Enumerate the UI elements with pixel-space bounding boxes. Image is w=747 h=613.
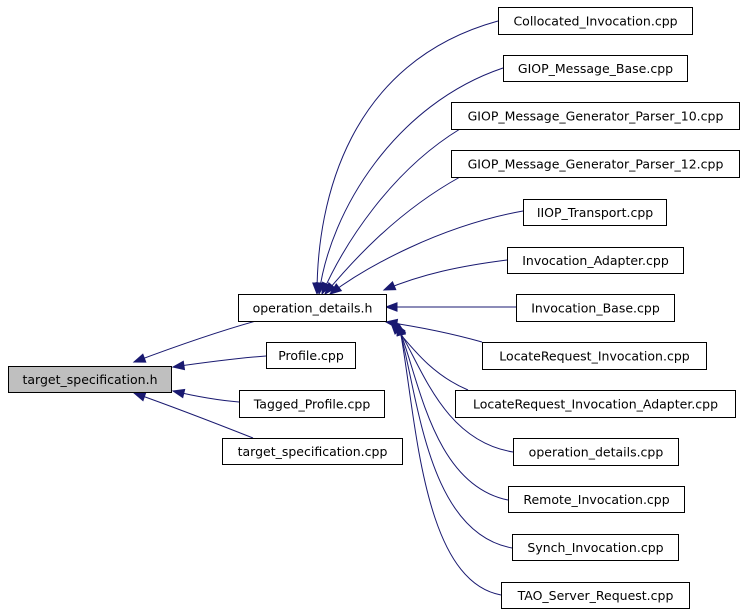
edge-operation_details_h-to-target_specification_h (132, 320, 257, 363)
node-label: target_specification.h (23, 372, 158, 387)
node-label: operation_details.cpp (529, 445, 664, 460)
edge-line (383, 259, 508, 291)
node-box (501, 582, 690, 609)
node-box (455, 390, 736, 418)
node-label: GIOP_Message_Generator_Parser_12.cpp (468, 157, 724, 172)
edge-invocation_adapter_cpp-to-operation_details_h (382, 259, 508, 291)
nodes-layer: target_specification.h operation_details.… (8, 7, 740, 609)
node-invocation-adapter-cpp[interactable]: Invocation_Adapter.cpp (507, 247, 684, 274)
edge-line (133, 392, 254, 439)
node-label: TAO_Server_Request.cpp (517, 588, 674, 603)
edge-giop_message_base_cpp-to-operation_details_h (315, 67, 504, 296)
arrowhead-icon (328, 283, 343, 295)
node-box (508, 486, 685, 513)
arrowhead-icon (384, 302, 398, 312)
node-locaterequest-invocation-adapter-cpp[interactable]: LocateRequest_Invocation_Adapter.cpp (455, 390, 736, 418)
node-invocation-base-cpp[interactable]: Invocation_Base.cpp (516, 294, 675, 322)
edge-line (329, 210, 524, 295)
node-giop-parser-12-cpp[interactable]: GIOP_Message_Generator_Parser_12.cpp (451, 150, 740, 178)
edge-giop_parser_12_cpp-to-operation_details_h (324, 176, 461, 296)
edge-tagged_profile_cpp-to-target_specification_h (171, 388, 240, 403)
edge-line (321, 128, 461, 295)
arrowhead-icon (171, 360, 186, 371)
arrowhead-icon (396, 322, 407, 337)
node-iiop-transport-cpp[interactable]: IIOP_Transport.cpp (523, 199, 667, 226)
node-box (238, 294, 387, 322)
node-label: GIOP_Message_Generator_Parser_10.cpp (468, 109, 724, 124)
node-remote-invocation-cpp[interactable]: Remote_Invocation.cpp (508, 486, 685, 513)
node-operation-details-h[interactable]: operation_details.h (238, 294, 387, 322)
node-box (266, 342, 356, 369)
node-label: operation_details.h (253, 301, 373, 316)
edge-line (316, 20, 499, 295)
arrowhead-icon (324, 282, 337, 296)
node-target-specification-h: target_specification.h (8, 366, 172, 393)
node-label: Profile.cpp (278, 348, 344, 363)
node-box (451, 150, 740, 178)
node-tagged-profile-cpp[interactable]: Tagged_Profile.cpp (239, 390, 385, 418)
node-label: Tagged_Profile.cpp (253, 397, 371, 412)
node-giop-message-base-cpp[interactable]: GIOP_Message_Base.cpp (503, 55, 688, 82)
node-profile-cpp[interactable]: Profile.cpp (266, 342, 356, 369)
arrowhead-icon (132, 353, 147, 363)
node-box (513, 438, 679, 466)
node-label: GIOP_Message_Base.cpp (518, 61, 673, 76)
edge-line (394, 323, 514, 453)
node-locaterequest-invocation-cpp[interactable]: LocateRequest_Invocation.cpp (482, 342, 707, 370)
node-label: Invocation_Adapter.cpp (522, 253, 669, 268)
node-label: IIOP_Transport.cpp (537, 205, 653, 220)
node-collocated-invocation-cpp[interactable]: Collocated_Invocation.cpp (498, 7, 693, 35)
edge-line (318, 67, 504, 295)
node-label: Synch_Invocation.cpp (527, 540, 663, 555)
edge-line (397, 323, 513, 549)
edge-line (396, 323, 509, 501)
edge-iiop_transport_cpp-to-operation_details_h (328, 210, 524, 295)
node-box (239, 390, 385, 418)
arrowhead-icon (382, 280, 397, 291)
edge-line (133, 320, 257, 363)
node-box (512, 534, 679, 561)
edge-invocation_base_cpp-to-operation_details_h (384, 302, 517, 312)
node-box (523, 199, 667, 226)
node-giop-parser-10-cpp[interactable]: GIOP_Message_Generator_Parser_10.cpp (451, 102, 740, 130)
node-target-specification-cpp[interactable]: target_specification.cpp (222, 438, 403, 465)
node-box (498, 7, 693, 35)
edge-giop_parser_10_cpp-to-operation_details_h (321, 128, 461, 296)
node-label: Remote_Invocation.cpp (523, 492, 669, 507)
edge-line (172, 355, 267, 368)
node-box (451, 102, 740, 130)
node-box (516, 294, 675, 322)
node-box (8, 366, 172, 393)
arrowhead-icon (171, 388, 186, 399)
node-label: target_specification.cpp (238, 444, 388, 459)
node-box (482, 342, 707, 370)
arrowhead-icon (132, 392, 147, 402)
node-box (507, 247, 684, 274)
node-tao-server-request-cpp[interactable]: TAO_Server_Request.cpp (501, 582, 690, 609)
node-box (222, 438, 403, 465)
node-operation-details-cpp[interactable]: operation_details.cpp (513, 438, 679, 466)
node-box (503, 55, 688, 82)
node-label: Invocation_Base.cpp (531, 301, 660, 316)
edge-target_specification_cpp-to-target_specification_h (132, 392, 254, 439)
edge-line (324, 176, 461, 295)
edge-tao_server_request_cpp-to-operation_details_h (396, 322, 502, 596)
node-synch-invocation-cpp[interactable]: Synch_Invocation.cpp (512, 534, 679, 561)
node-label: LocateRequest_Invocation.cpp (499, 349, 689, 364)
edge-line (398, 323, 502, 596)
edge-profile_cpp-to-target_specification_h (171, 355, 267, 371)
node-label: Collocated_Invocation.cpp (513, 14, 677, 29)
node-label: LocateRequest_Invocation_Adapter.cpp (473, 397, 718, 412)
